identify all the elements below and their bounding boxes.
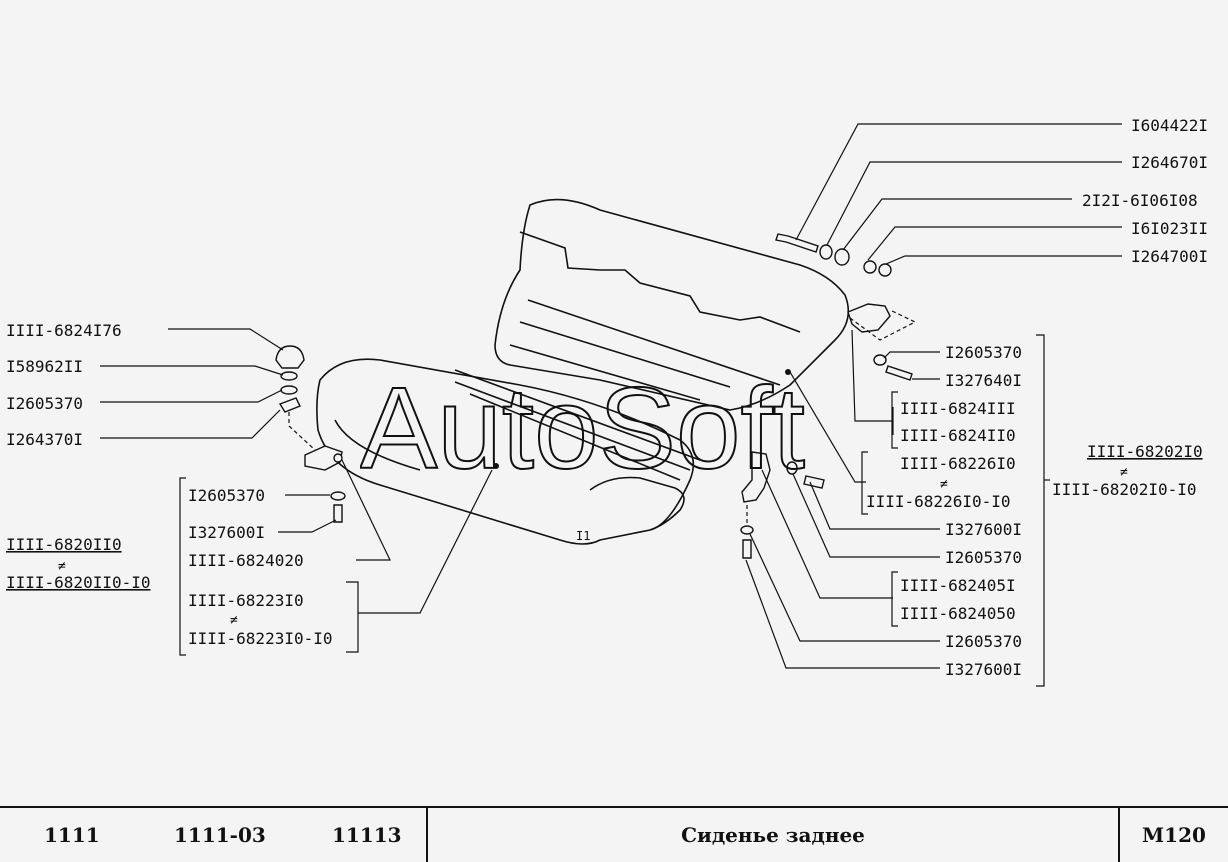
assembly-label: IIII-68202I0 [1087,442,1203,461]
part-label: I327600I [945,660,1022,679]
bolt-icon [333,504,343,523]
part-label: I58962II [6,357,83,376]
part-label: I6I023II [1131,219,1208,238]
separator-mark: ≠ [230,613,238,628]
part-label: I264700I [1131,247,1208,266]
washer-icon [786,461,798,475]
separator-mark: ≠ [1120,465,1128,480]
part-label: I264370I [6,430,83,449]
part-label: IIII-682405I [900,576,1016,595]
part-label: IIII-6824I76 [6,321,122,340]
part-label: I327640I [945,371,1022,390]
part-label: 2I2I-6I06I08 [1082,191,1198,210]
assembly-label: IIII-68202I0-I0 [1052,480,1197,499]
part-label: I2605370 [945,632,1022,651]
part-label: I604422I [1131,116,1208,135]
rear-seat-drawing: I1 [316,198,850,545]
part-label: IIII-68223I0-I0 [188,629,333,648]
bolt-icon [742,539,752,559]
part-label: I2605370 [6,394,83,413]
plate-icon [278,397,301,413]
lower-right-hardware [740,451,825,559]
part-label: I2605370 [945,548,1022,567]
nut-icon [863,260,877,274]
page-title: Сиденье заднее [428,808,1120,862]
part-label: IIII-68226I0 [900,454,1016,473]
washer-icon [280,371,298,381]
model-code: 1111 [44,823,100,847]
bolt-icon [803,475,825,489]
washer-icon [330,491,346,501]
top-right-hardware [775,233,917,381]
bolt-icon [885,365,913,381]
model-code: 1111-03 [174,823,266,847]
washer-icon [873,354,887,366]
separator-mark: ≠ [58,559,66,574]
washer-icon [878,263,892,277]
latch-bracket-icon [847,303,891,333]
long-bolt-icon [775,233,819,253]
washer-icon [740,525,754,535]
model-list: 1111 1111-03 11113 [0,808,428,862]
washer-icon [819,244,833,260]
part-label: IIII-6824III [900,399,1016,418]
part-label: IIII-68223I0 [188,591,304,610]
watermark-text: AutoSoft [360,363,805,490]
part-label: I327600I [945,520,1022,539]
left-hardware [275,345,499,523]
lock-bracket-icon [741,451,771,503]
assembly-label: IIII-6820II0 [6,535,122,554]
stop-cap-icon [275,345,305,369]
part-label: IIII-68226I0-I0 [866,492,1011,511]
footer-bar: 1111 1111-03 11113 Сиденье заднее M120 [0,806,1228,862]
watermark-logo: AutoSoft [360,362,806,490]
leader-lines [100,123,1122,669]
separator-mark: ≠ [940,477,948,492]
part-label: IIII-6824II0 [900,426,1016,445]
part-label: IIII-6824050 [900,604,1016,623]
bushing-icon [834,248,850,266]
page-code: M120 [1142,823,1206,847]
assembly-label: IIII-6820II0-I0 [6,573,151,592]
part-label: I2605370 [945,343,1022,362]
brackets [179,334,1050,687]
spring-washer-icon [280,385,298,395]
part-label: I2605370 [188,486,265,505]
callout-mark: I1 [576,529,590,543]
part-label: IIII-6824020 [188,551,304,570]
part-label: I264670I [1131,153,1208,172]
model-code: 11113 [332,823,402,847]
part-label: I327600I [188,523,265,542]
